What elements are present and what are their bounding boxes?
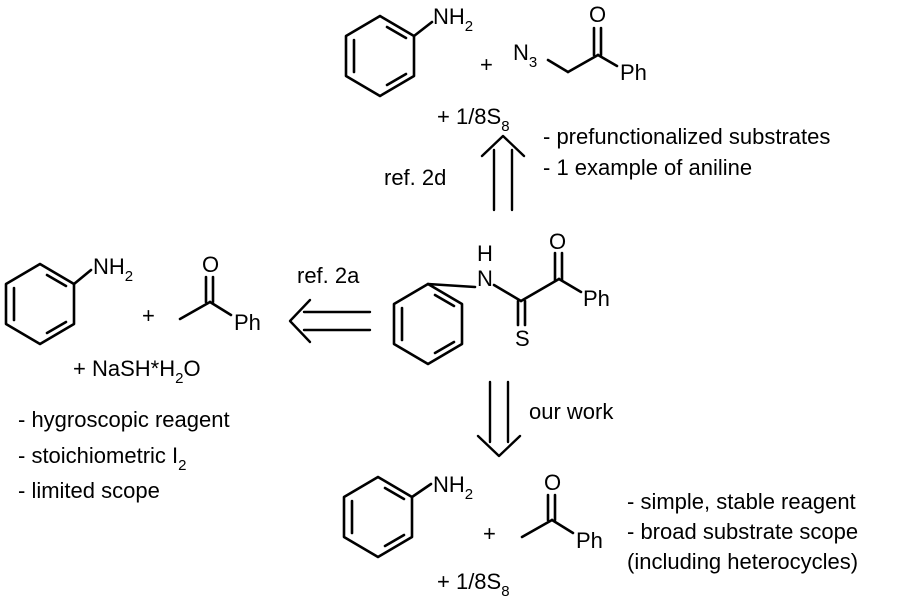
bottom-phenyl-label: Ph [576, 528, 603, 553]
bottom-ref-label: our work [529, 399, 614, 424]
top-ref-label: ref. 2d [384, 165, 446, 190]
bottom-sulfur-reagent: + 1/8S8 [437, 569, 510, 600]
center-thioamide: H N S O Ph [392, 229, 610, 366]
center-sulfur-label: S [515, 326, 530, 351]
center-h-label: H [477, 241, 493, 266]
up-retro-arrow [480, 134, 526, 212]
top-phenacyl-azide: N3 O Ph [513, 2, 647, 85]
top-notes: - prefunctionalized substrates - 1 examp… [543, 124, 830, 180]
bottom-amine-label: NH2 [433, 472, 473, 503]
left-acetophenone: O Ph [178, 252, 261, 335]
top-note-prefunctionalized: - prefunctionalized substrates [543, 124, 830, 149]
bottom-acetophenone: O Ph [520, 470, 603, 553]
top-phenyl-label: Ph [620, 60, 647, 85]
bottom-plus-sign: + [483, 521, 496, 546]
bottom-note-broad-scope: - broad substrate scope [627, 519, 858, 544]
left-phenyl-label: Ph [234, 310, 261, 335]
left-retro-arrow [288, 298, 372, 344]
left-note-stoichiometric: - stoichiometric I2 [18, 443, 187, 474]
left-notes: - hygroscopic reagent - stoichiometric I… [18, 407, 230, 503]
left-note-hygroscopic: - hygroscopic reagent [18, 407, 230, 432]
center-phenyl-label: Ph [583, 286, 610, 311]
top-amine-label: NH2 [433, 4, 473, 35]
top-azide-label: N3 [513, 40, 537, 71]
center-oxygen-label: O [549, 229, 566, 254]
top-aniline: NH2 [344, 4, 473, 98]
bottom-carbonyl-oxygen: O [544, 470, 561, 495]
left-plus-sign: + [142, 303, 155, 328]
bottom-aniline: NH2 [342, 472, 473, 559]
bottom-note-heterocycles: (including heterocycles) [627, 549, 858, 574]
top-note-one-example: - 1 example of aniline [543, 155, 752, 180]
left-note-limited-scope: - limited scope [18, 478, 160, 503]
top-carbonyl-oxygen: O [589, 2, 606, 27]
bottom-note-simple: - simple, stable reagent [627, 489, 856, 514]
left-nash-reagent: + NaSH*H2O [73, 356, 201, 387]
bottom-notes: - simple, stable reagent - broad substra… [627, 489, 858, 574]
top-plus-sign: + [480, 52, 493, 77]
center-n-label: N [477, 266, 493, 291]
down-retro-arrow [476, 380, 522, 458]
left-ref-label: ref. 2a [297, 263, 360, 288]
left-amine-label: NH2 [93, 254, 133, 285]
left-aniline: NH2 [4, 254, 133, 346]
top-sulfur-reagent: + 1/8S8 [437, 104, 510, 135]
left-carbonyl-oxygen: O [202, 252, 219, 277]
